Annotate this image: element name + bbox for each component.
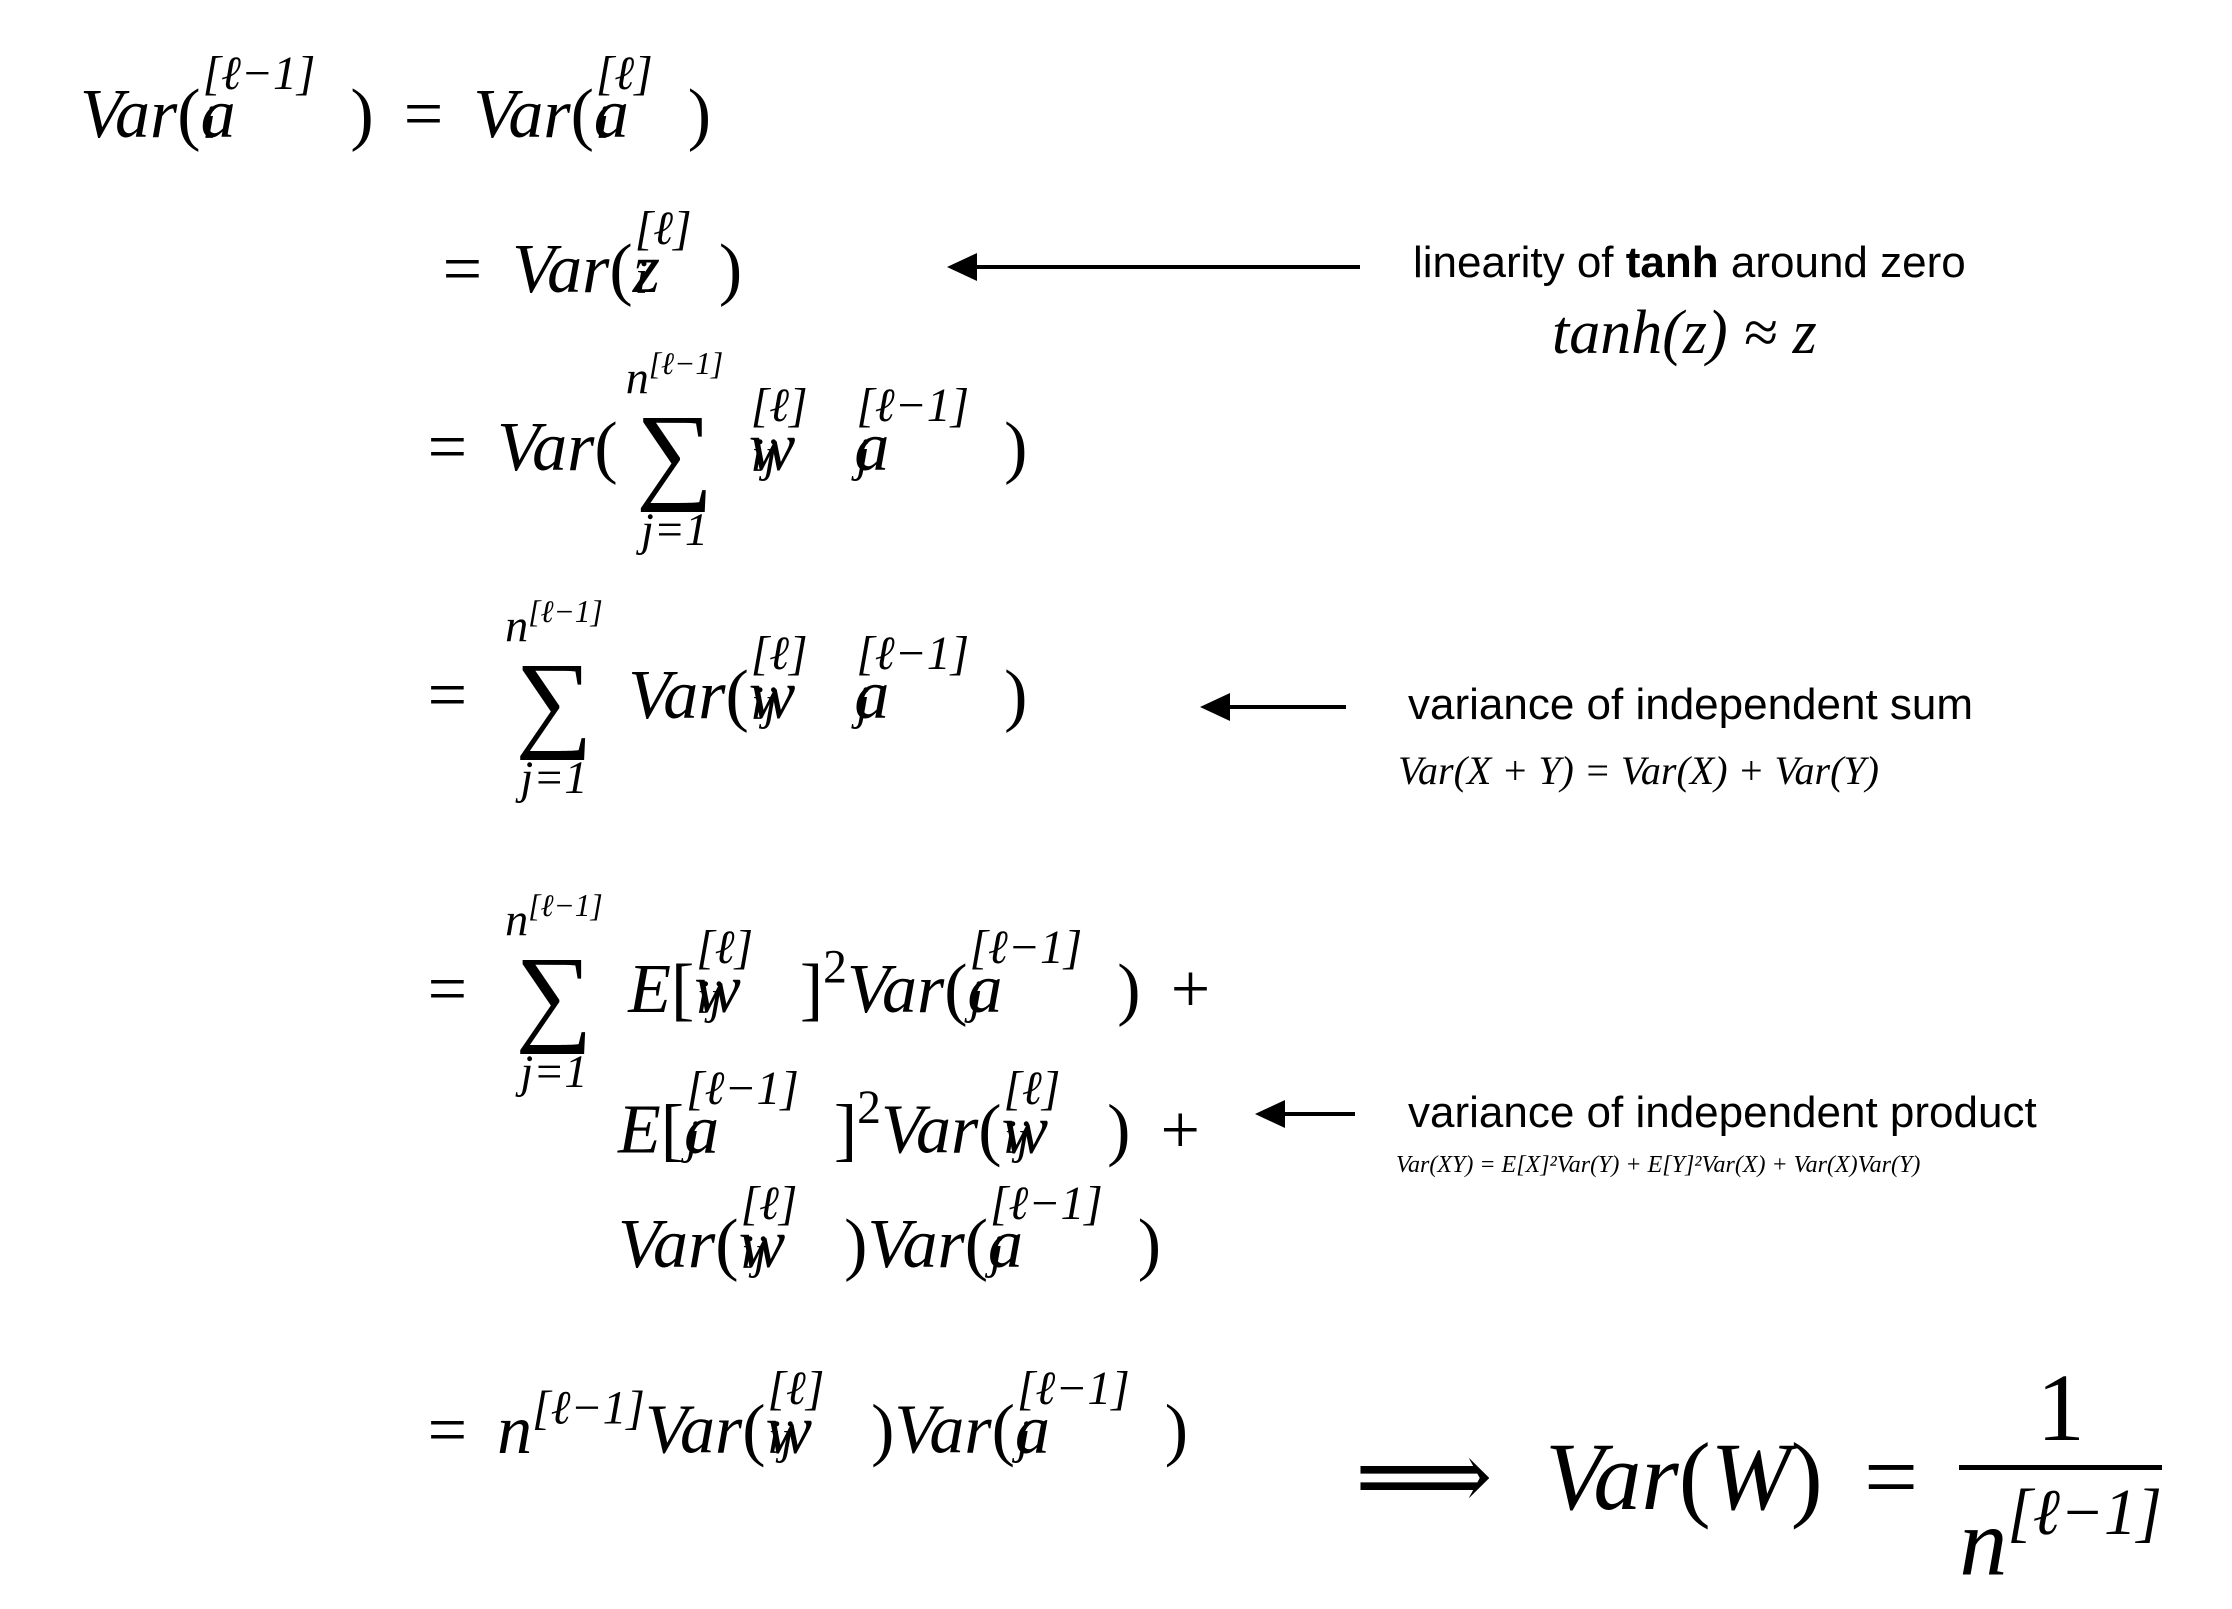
var-operator: Var: [894, 1391, 992, 1469]
var-operator: Var: [867, 1206, 965, 1283]
equals-sign: =: [403, 76, 444, 153]
annotation-product-text: variance of independent product: [1408, 1088, 2037, 1137]
weight-term: w[ℓ]ij[ℓ]: [1001, 1063, 1061, 1169]
var-operator: Var: [628, 656, 726, 734]
pre-activation-layer: z[ℓ]i[ℓ]: [632, 202, 692, 308]
activation-layer: a[ℓ]i[ℓ]: [593, 47, 653, 153]
equals-sign: =: [1863, 1423, 1919, 1531]
arrow-left-icon: [1255, 1100, 1355, 1128]
equals-sign: =: [427, 408, 468, 486]
equals-sign: =: [427, 950, 468, 1028]
var-operator: Var: [497, 408, 595, 486]
equation-line-3: = Var(n[ℓ−1]∑j=1 w[ℓ]ij[ℓ]a[ℓ−1]j[ℓ−1]): [415, 345, 1028, 558]
weight-term: w[ℓ]ij[ℓ]: [694, 922, 754, 1028]
summation: n[ℓ−1]∑j=1: [505, 593, 603, 803]
activation-prev-layer: a[ℓ−1]i[ℓ−1]: [200, 47, 316, 153]
equation-line-5: = n[ℓ−1]∑j=1 E[w[ℓ]ij[ℓ]]2Var(a[ℓ−1]j[ℓ−…: [415, 887, 1223, 1100]
weight-matrix: W: [1710, 1423, 1791, 1531]
weight-term: w[ℓ]ij[ℓ]: [765, 1363, 825, 1469]
implies-icon: ⟹: [1355, 1423, 1493, 1531]
var-operator: Var: [880, 1091, 979, 1169]
equals-sign: =: [442, 231, 483, 308]
equation-line-2: = Var(z[ℓ]i[ℓ]): [430, 202, 743, 308]
equals-sign: =: [427, 1391, 468, 1469]
summation: n[ℓ−1]∑j=1: [505, 887, 603, 1097]
equation-line-6: E[a[ℓ−1]j[ℓ−1]]2Var(w[ℓ]ij[ℓ]) +: [618, 1063, 1213, 1169]
activation-prev-layer: a[ℓ−1]j[ℓ−1]: [854, 380, 970, 486]
annotation-tanh-text: linearity of tanh around zero: [1413, 238, 1966, 287]
arrow-left-icon: [1200, 693, 1346, 721]
var-operator: Var: [512, 231, 610, 308]
annotation-product-formula: Var(XY) = E[X]²Var(Y) + E[Y]²Var(X) + Va…: [1396, 1152, 1921, 1178]
weight-term: w[ℓ]ij[ℓ]: [748, 628, 808, 734]
activation-prev-layer: a[ℓ−1]j[ℓ−1]: [967, 922, 1083, 1028]
equation-line-1: Var(a[ℓ−1]i[ℓ−1]) = Var(a[ℓ]i[ℓ]): [80, 47, 712, 153]
summation: n[ℓ−1]∑j=1: [625, 345, 724, 555]
var-operator: Var: [644, 1391, 743, 1469]
weight-term: w[ℓ]ij[ℓ]: [748, 380, 808, 486]
equation-line-4: = n[ℓ−1]∑j=1 Var(w[ℓ]ij[ℓ]a[ℓ−1]j[ℓ−1]): [415, 593, 1028, 806]
activation-prev-layer: a[ℓ−1]j[ℓ−1]: [1014, 1363, 1130, 1469]
var-operator: Var: [1545, 1423, 1679, 1531]
equation-line-8: = n[ℓ−1]Var(w[ℓ]ij[ℓ])Var(a[ℓ−1]j[ℓ−1]): [415, 1363, 1188, 1469]
var-operator: Var: [846, 950, 945, 1028]
var-operator: Var: [80, 76, 178, 153]
activation-prev-layer: a[ℓ−1]j[ℓ−1]: [684, 1063, 799, 1169]
expectation-operator: E: [628, 950, 671, 1028]
var-operator: Var: [473, 76, 571, 153]
equation-line-7: Var(w[ℓ]ij[ℓ])Var(a[ℓ−1]j[ℓ−1]): [618, 1177, 1162, 1283]
equals-sign: =: [427, 656, 468, 734]
arrow-left-icon: [947, 253, 1360, 281]
annotation-tanh-formula: tanh(z) ≈ z: [1552, 299, 1817, 367]
layer-size: n[ℓ−1]: [497, 1382, 645, 1469]
plus-sign: +: [1170, 950, 1211, 1028]
var-operator: Var: [618, 1206, 716, 1283]
plus-sign: +: [1160, 1091, 1200, 1169]
activation-prev-layer: a[ℓ−1]j[ℓ−1]: [988, 1177, 1103, 1283]
annotation-sum-text: variance of independent sum: [1408, 680, 1974, 729]
expectation-operator: E: [618, 1091, 661, 1169]
activation-prev-layer: a[ℓ−1]j[ℓ−1]: [854, 628, 970, 734]
weight-term: w[ℓ]ij[ℓ]: [738, 1177, 798, 1283]
annotation-sum-formula: Var(X + Y) = Var(X) + Var(Y): [1398, 748, 1879, 793]
